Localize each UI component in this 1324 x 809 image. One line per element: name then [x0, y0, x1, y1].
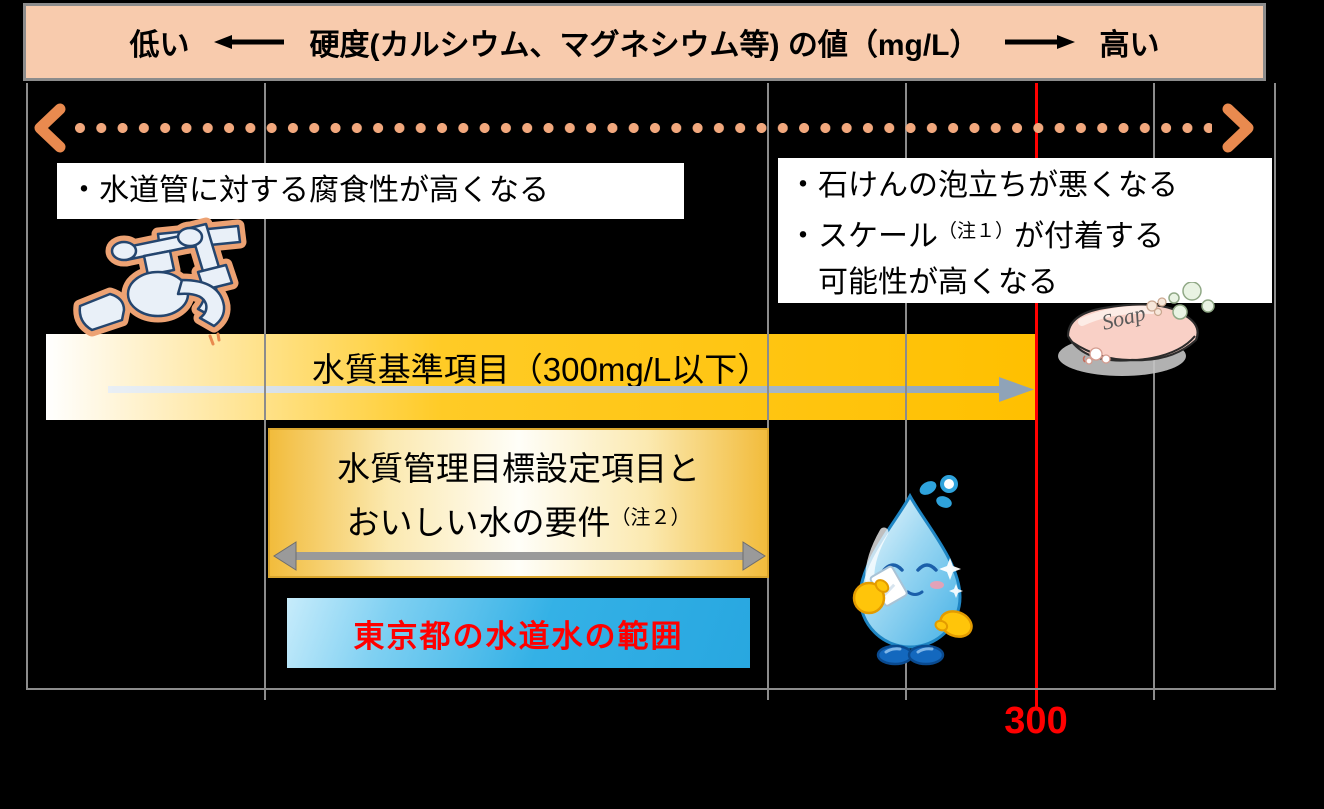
- faucet-clipart-icon: [66, 214, 248, 346]
- tokyo-range-label: 東京都の水道水の範囲: [353, 618, 684, 654]
- left-arrow-icon: [213, 35, 284, 49]
- limit-300-line: [1035, 83, 1038, 707]
- high-end-label: 高い: [1099, 29, 1160, 62]
- soap-clipart-icon: Soap: [1058, 282, 1215, 376]
- grid-left-boundary: [26, 83, 28, 688]
- limit-value-label: 300: [1004, 700, 1068, 742]
- low-side-note-text: ・水道管に対する腐食性が高くなる: [69, 174, 549, 207]
- high-note-line2: ・スケール（注１）が付着する: [788, 220, 1165, 253]
- high-note-line3: 可能性が高くなる: [818, 266, 1058, 299]
- gridline-1: [264, 83, 266, 700]
- water-drop-mascot-icon: [852, 475, 973, 666]
- baseline-axis: [26, 688, 1276, 690]
- target-range-line2: おいしい水の要件（注２）: [346, 504, 691, 541]
- dotted-arrow-right-head-icon: [1222, 103, 1254, 153]
- dotted-arrow-left-head-icon: [34, 103, 66, 153]
- dotted-scale-line: [74, 122, 1212, 134]
- tokyo-range-box: 東京都の水道水の範囲: [287, 598, 750, 668]
- grid-right-boundary: [1274, 83, 1276, 688]
- standard-range-bar: 水質基準項目（300mg/L以下）: [46, 334, 1036, 420]
- low-side-note-box: ・水道管に対する腐食性が高くなる: [57, 163, 684, 219]
- standard-range-label: 水質基準項目（300mg/L以下）: [311, 351, 771, 388]
- low-end-label: 低い: [129, 29, 190, 62]
- title-bar: 低い 硬度(カルシウム、マグネシウム等) の値（mg/L） 高い: [23, 3, 1266, 81]
- target-range-box: 水質管理目標設定項目と おいしい水の要件（注２）: [268, 428, 769, 578]
- right-arrow-icon: [1005, 35, 1076, 49]
- gridline-4: [1153, 83, 1155, 700]
- target-range-line1: 水質管理目標設定項目と: [337, 450, 700, 487]
- standard-range-arrow-icon: [108, 377, 1034, 402]
- note1-superscript: （注１）: [938, 221, 1015, 242]
- axis-title: 硬度(カルシウム、マグネシウム等) の値（mg/L）: [309, 29, 980, 62]
- high-side-note-box: ・石けんの泡立ちが悪くなる ・スケール（注１）が付着する 可能性が高くなる: [778, 158, 1272, 303]
- target-range-double-arrow-icon: [273, 541, 766, 571]
- gridline-3: [905, 83, 907, 700]
- gridline-2: [767, 83, 769, 700]
- note2-superscript: （注２）: [610, 507, 691, 529]
- high-note-line1: ・石けんの泡立ちが悪くなる: [788, 169, 1178, 202]
